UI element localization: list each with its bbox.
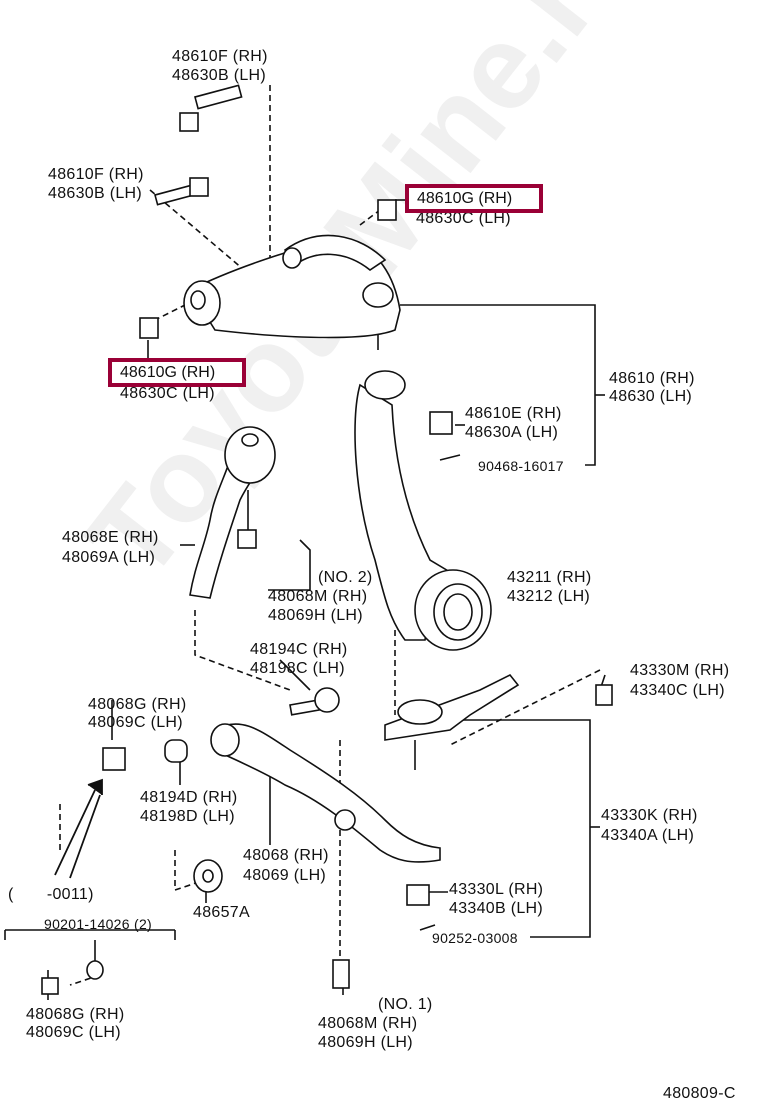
label-lower-arm-lh: 48069 (LH) — [243, 867, 327, 884]
label-nut-upper-lh: 48630A (LH) — [465, 424, 559, 441]
label-bolt-ball-lh: 43340C (LH) — [630, 682, 725, 699]
label-pin-lower: 90252-03008 — [432, 930, 518, 946]
leader-lines — [59, 85, 601, 986]
label-bushing-left-rh: 48610G (RH) — [120, 364, 216, 381]
label-ball-joint-lh: 43340A (LH) — [601, 827, 695, 844]
label-cam-plate-lh: 48198D (LH) — [140, 808, 235, 825]
label-ball-joint-rh: 43330K (RH) — [601, 807, 698, 824]
label-bolt-ball-rh: 43330M (RH) — [630, 662, 730, 679]
label-nut-ball-lh: 43340B (LH) — [449, 900, 544, 917]
label-nut-cam-lower-lh: 48069C (LH) — [26, 1024, 121, 1041]
label-bolt-no1-lh: 48069H (LH) — [318, 1034, 413, 1051]
label-date-range: ( -0011) — [8, 886, 94, 903]
label-bushing-right-lh: 48630C (LH) — [416, 210, 511, 227]
highlight-bushing-right[interactable]: 48610G (RH) — [405, 184, 543, 213]
label-knuckle-rh: 43211 (RH) — [507, 569, 592, 586]
label-bolt-top-rh: 48610F (RH) — [172, 48, 268, 65]
label-cam-plate-rh: 48194D (RH) — [140, 789, 238, 806]
label-bushing-right-rh: 48610G (RH) — [417, 190, 513, 207]
label-bolt-cam-lh: 48198C (LH) — [250, 660, 345, 677]
label-bolt-left-lh: 48630B (LH) — [48, 185, 143, 202]
label-nut-cam-upper-rh: 48068G (RH) — [88, 696, 187, 713]
highlight-bushing-left[interactable]: 48610G (RH) — [108, 358, 246, 387]
bolts-top — [139, 84, 397, 339]
label-upper-arm-rh: 48610 (RH) — [609, 370, 695, 387]
label-washer: 90201-14026 (2) — [44, 916, 153, 932]
label-bolt-cam-rh: 48194C (RH) — [250, 641, 348, 658]
upper-arm-shape — [183, 234, 401, 350]
knuckle-shape — [354, 370, 492, 651]
label-pin-upper: 90468-16017 — [478, 458, 564, 474]
label-bolt-left-rh: 48610F (RH) — [48, 166, 144, 183]
label-bushing-left-lh: 48630C (LH) — [120, 385, 215, 402]
label-bolt-no1-rh: 48068M (RH) — [318, 1015, 418, 1032]
label-bolt-no1: (NO. 1) — [378, 996, 433, 1013]
label-bushing-lower: 48657A — [193, 904, 250, 921]
label-knuckle-lh: 43212 (LH) — [507, 588, 591, 605]
label-bolt-no2-lh: 48069H (LH) — [268, 607, 363, 624]
lower-arm-shape — [210, 687, 441, 863]
label-strut-arm-lh: 48069A (LH) — [62, 549, 156, 566]
label-bolt-no2-rh: 48068M (RH) — [268, 588, 368, 605]
label-nut-ball-rh: 43330L (RH) — [449, 881, 544, 898]
ball-joint-shape — [384, 673, 613, 770]
label-nut-cam-upper-lh: 48069C (LH) — [88, 714, 183, 731]
label-bolt-top-lh: 48630B (LH) — [172, 67, 267, 84]
arrow — [54, 778, 103, 879]
label-lower-arm-rh: 48068 (RH) — [243, 847, 329, 864]
label-nut-upper-rh: 48610E (RH) — [465, 405, 562, 422]
diagram-code: 480809-C — [663, 1085, 736, 1102]
label-upper-arm-lh: 48630 (LH) — [609, 388, 693, 405]
label-bolt-no2: (NO. 2) — [318, 569, 373, 586]
small-parts — [41, 739, 436, 995]
label-strut-arm-rh: 48068E (RH) — [62, 529, 159, 546]
strut-arm-shape — [189, 426, 276, 599]
label-nut-cam-lower-rh: 48068G (RH) — [26, 1006, 125, 1023]
